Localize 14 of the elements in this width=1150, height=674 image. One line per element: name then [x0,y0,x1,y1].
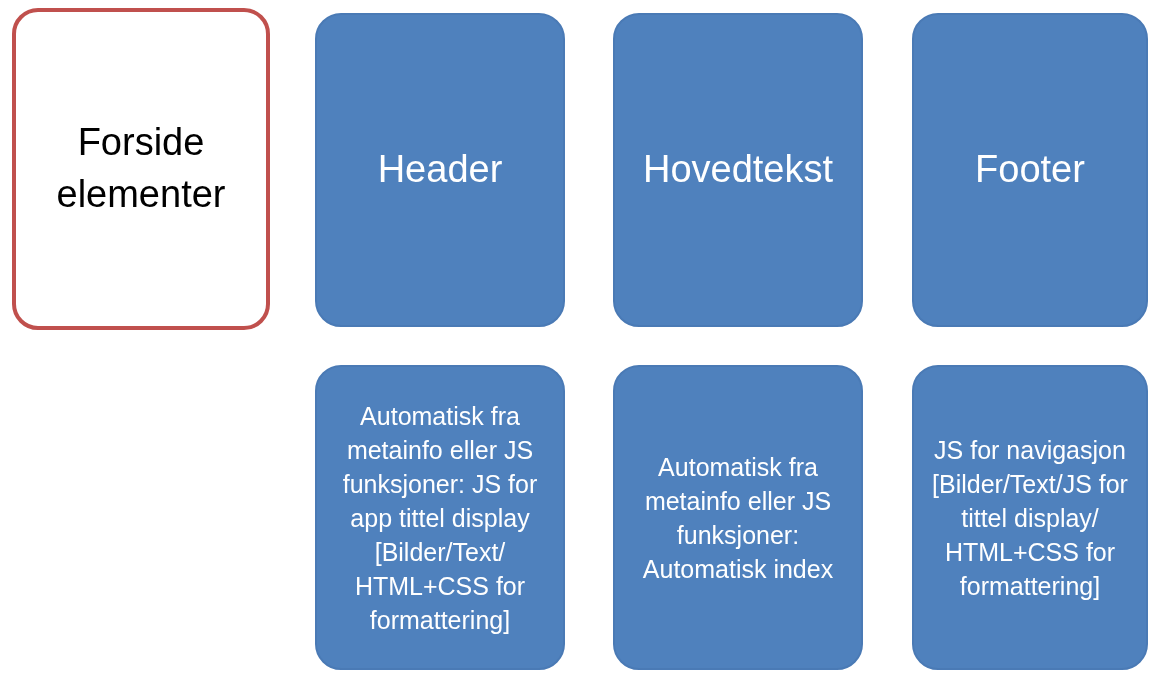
section-box [315,13,565,327]
section-title: Footer [975,147,1085,193]
detail-box [613,365,863,670]
detail-text: Automatisk fra metainfo eller JS funksjoner: JS for app tittel display [Bilder/Text/ HTML+CSS for formattering] [341,400,539,636]
detail-box [912,365,1148,670]
section-title: Header [377,147,503,193]
section-title: Hovedtekst [642,147,834,193]
category-box [12,8,270,330]
section-box [912,13,1148,327]
category-title: Forside elementer [55,120,227,217]
detail-box [315,365,565,670]
detail-text: Automatisk fra metainfo eller JS funksjoner: Automatisk index [641,451,835,585]
section-box [613,13,863,327]
detail-text: JS for navigasjon [Bilder/Text/JS for tittel display/ HTML+CSS for formattering] [931,434,1129,602]
